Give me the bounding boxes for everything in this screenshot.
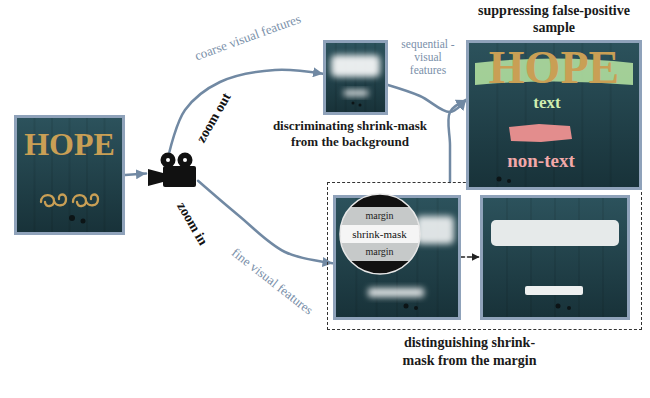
non-text-mask-band (509, 124, 572, 142)
shrink-band (336, 225, 426, 243)
board-texture (578, 198, 580, 317)
stage-caption: distinguishing shrink-mask from the marg… (395, 334, 545, 370)
board-texture (374, 43, 376, 112)
output-photo: suppressing false-positive sampleHOPEtex… (466, 40, 642, 190)
dark-spot (507, 179, 511, 183)
shrink-mask-photo-art (483, 198, 627, 317)
shrink-mask-bar (525, 286, 583, 295)
dark-spot (567, 306, 571, 310)
flow-arrow (198, 181, 333, 263)
flow-arrow (448, 100, 466, 182)
reel-hub (166, 158, 170, 162)
board-texture (345, 43, 347, 112)
board-texture (364, 43, 366, 112)
board-texture (416, 198, 418, 317)
zoom-label: zoom in (172, 198, 211, 250)
band-label: shrink-mask (352, 227, 406, 240)
camera-body (163, 166, 196, 187)
photo-ground (469, 43, 639, 187)
blurred-mask (416, 216, 454, 244)
flow-arrow (461, 256, 480, 258)
coarse-mask-photo-art (326, 43, 385, 112)
sign-lettering: HOPE (469, 45, 639, 91)
shrink-mask-photo (480, 195, 630, 320)
film-reel (161, 153, 176, 168)
dark-spot (403, 303, 408, 308)
dark-spot (69, 215, 75, 221)
camera-lens (148, 169, 163, 186)
sign-lettering: HOPE (17, 128, 122, 160)
flow-arrow (125, 174, 146, 175)
class-label: non-text (507, 150, 575, 172)
blurred-mask (344, 90, 368, 96)
ornament (41, 195, 66, 207)
photo-ground (326, 43, 385, 112)
board-texture (506, 198, 508, 317)
dark-spot (81, 219, 86, 224)
board-texture (436, 198, 438, 317)
edge-label: fine visual features (227, 244, 317, 319)
shrink-mask-bar (491, 220, 619, 246)
dark-spot (352, 102, 355, 105)
board-texture (530, 198, 532, 317)
edge-label: sequential -visual features (395, 38, 461, 78)
band-label: margin (365, 210, 393, 222)
dark-spot (497, 177, 502, 182)
stage-caption: discriminating shrink-mask from the back… (265, 118, 435, 151)
board-texture (602, 198, 604, 317)
dark-spot (359, 104, 362, 107)
blurred-mask (368, 288, 424, 297)
photo-ground (483, 198, 627, 317)
film-reel (178, 153, 193, 168)
dark-spot (555, 303, 560, 308)
class-label: text (533, 93, 560, 113)
coarse-mask-photo: discriminating shrink-mask from the back… (323, 40, 388, 115)
photo-ground (336, 198, 458, 317)
camera-icon: zoom outzoom in (146, 152, 198, 188)
blurred-mask (331, 55, 380, 77)
zoom-in-photo: margin shrink-mask margin (333, 195, 461, 320)
photo-ground (17, 118, 122, 232)
magnifier-rim (340, 194, 420, 274)
dashed-group-box: marginshrink-maskmargindistinguishing sh… (327, 182, 642, 330)
zoom-label: zoom out (192, 89, 235, 148)
camera-icon-art (146, 152, 198, 188)
dark-spot (414, 306, 418, 310)
reel-hub (183, 158, 187, 162)
board-texture (335, 43, 337, 112)
ornament (73, 195, 98, 207)
board-texture (554, 198, 556, 317)
zoom-in-photo-art (336, 198, 458, 317)
stage-caption: suppressing false-positive sample (474, 3, 634, 37)
edge-label: coarse visual features (191, 11, 305, 65)
band-label: margin (365, 246, 393, 258)
input-photo: HOPE (14, 115, 125, 235)
board-texture (355, 43, 357, 112)
